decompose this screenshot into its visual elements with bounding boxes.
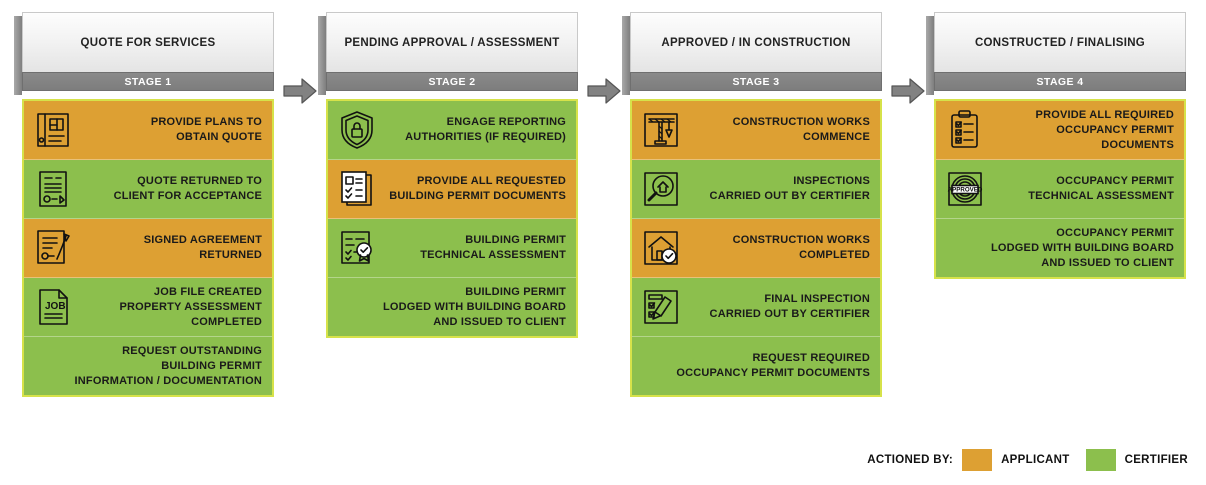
task-item[interactable]: BUILDING PERMIT TECHNICAL ASSESSMENT [328, 219, 576, 278]
arrow-right-icon [891, 77, 925, 105]
task-label: PROVIDE PLANS TO OBTAIN QUOTE [150, 116, 262, 143]
magnifier-house-icon [636, 166, 686, 212]
svg-text:JOB: JOB [45, 301, 66, 312]
task-item[interactable]: FINAL INSPECTION CARRIED OUT BY CERTIFIE… [632, 278, 880, 337]
house-check-icon [636, 225, 686, 271]
stage-banner: STAGE 4 [934, 72, 1186, 91]
legend-swatch-certifier [1085, 449, 1116, 471]
task-label: BUILDING PERMIT LODGED WITH BUILDING BOA… [382, 285, 566, 328]
legend-title: ACTIONED BY: [867, 454, 954, 466]
stage-banner: STAGE 1 [22, 72, 274, 91]
quote-document-icon [28, 166, 78, 212]
task-label: OCCUPANCY PERMIT TECHNICAL ASSESSMENT [1028, 175, 1174, 202]
task-item[interactable]: ENGAGE REPORTING AUTHORITIES (IF REQUIRE… [328, 101, 576, 160]
task-item[interactable]: CONSTRUCTION WORKS COMMENCE [632, 101, 880, 160]
svg-text:APPROVED: APPROVED [948, 187, 983, 194]
arrow-right-icon [587, 77, 621, 105]
signed-agreement-icon [28, 225, 78, 271]
task-label: BUILDING PERMIT TECHNICAL ASSESSMENT [420, 234, 566, 261]
task-item[interactable]: BUILDING PERMIT LODGED WITH BUILDING BOA… [328, 278, 576, 336]
task-item[interactable]: QUOTE RETURNED TO CLIENT FOR ACCEPTANCE [24, 160, 272, 219]
task-label: FINAL INSPECTION CARRIED OUT BY CERTIFIE… [709, 293, 870, 320]
task-label: REQUEST OUTSTANDING BUILDING PERMIT INFO… [74, 344, 262, 387]
legend-swatch-applicant [962, 449, 993, 471]
crane-icon [636, 107, 686, 153]
task-item[interactable]: REQUEST REQUIRED OCCUPANCY PERMIT DOCUME… [632, 337, 880, 395]
task-stack: PROVIDE ALL REQUIRED OCCUPANCY PERMIT DO… [934, 99, 1186, 279]
task-stack: ENGAGE REPORTING AUTHORITIES (IF REQUIRE… [326, 99, 578, 338]
task-label: CONSTRUCTION WORKS COMMENCE [732, 116, 870, 143]
certified-document-icon [332, 225, 382, 271]
clipboard-checklist-icon [940, 107, 990, 153]
legend-label-applicant: APPLICANT [1001, 454, 1070, 466]
stage-title: CONSTRUCTED / FINALISING [934, 12, 1186, 72]
task-label: PROVIDE ALL REQUESTED BUILDING PERMIT DO… [389, 175, 566, 202]
task-item[interactable]: PROVIDE PLANS TO OBTAIN QUOTE [24, 101, 272, 160]
stage-title: APPROVED / IN CONSTRUCTION [630, 12, 882, 72]
approved-stamp-icon: APPROVED [940, 166, 990, 212]
legend: ACTIONED BY: APPLICANT CERTIFIER [867, 449, 1188, 471]
checklist-documents-icon [332, 166, 382, 212]
task-item[interactable]: PROVIDE ALL REQUESTED BUILDING PERMIT DO… [328, 160, 576, 219]
stage-banner: STAGE 2 [326, 72, 578, 91]
task-item[interactable]: INSPECTIONS CARRIED OUT BY CERTIFIER [632, 160, 880, 219]
task-item[interactable]: REQUEST OUTSTANDING BUILDING PERMIT INFO… [24, 337, 272, 395]
arrow-right-icon [283, 77, 317, 105]
task-label: OCCUPANCY PERMIT LODGED WITH BUILDING BO… [990, 226, 1174, 269]
task-item[interactable]: CONSTRUCTION WORKS COMPLETED [632, 219, 880, 278]
task-item[interactable]: SIGNED AGREEMENT RETURNED [24, 219, 272, 278]
task-label: SIGNED AGREEMENT RETURNED [143, 234, 262, 261]
task-item[interactable]: APPROVED OCCUPANCY PERMIT TECHNICAL ASSES… [936, 160, 1184, 219]
shield-lock-icon [332, 107, 382, 153]
legend-label-certifier: CERTIFIER [1124, 454, 1188, 466]
task-item[interactable]: JOB JOB FILE CREATED PROPERTY ASSESSMENT … [24, 278, 272, 337]
task-label: CONSTRUCTION WORKS COMPLETED [732, 234, 870, 261]
stage-title: PENDING APPROVAL / ASSESSMENT [326, 12, 578, 72]
task-label: QUOTE RETURNED TO CLIENT FOR ACCEPTANCE [113, 175, 262, 202]
final-inspection-icon [636, 284, 686, 330]
task-label: REQUEST REQUIRED OCCUPANCY PERMIT DOCUME… [676, 352, 870, 379]
task-item[interactable]: OCCUPANCY PERMIT LODGED WITH BUILDING BO… [936, 219, 1184, 277]
task-label: INSPECTIONS CARRIED OUT BY CERTIFIER [709, 175, 870, 202]
stage-banner: STAGE 3 [630, 72, 882, 91]
task-stack: PROVIDE PLANS TO OBTAIN QUOTE QUOTE RETUR… [22, 99, 274, 397]
task-label: ENGAGE REPORTING AUTHORITIES (IF REQUIRE… [405, 116, 566, 143]
task-label: JOB FILE CREATED PROPERTY ASSESSMENT COM… [119, 285, 262, 328]
job-file-icon: JOB [28, 284, 78, 330]
task-item[interactable]: PROVIDE ALL REQUIRED OCCUPANCY PERMIT DO… [936, 101, 1184, 160]
task-stack: CONSTRUCTION WORKS COMMENCE INSPECTIONS C… [630, 99, 882, 397]
task-label: PROVIDE ALL REQUIRED OCCUPANCY PERMIT DO… [1035, 108, 1174, 151]
blueprint-plans-icon [28, 107, 78, 153]
stage-title: QUOTE FOR SERVICES [22, 12, 274, 72]
